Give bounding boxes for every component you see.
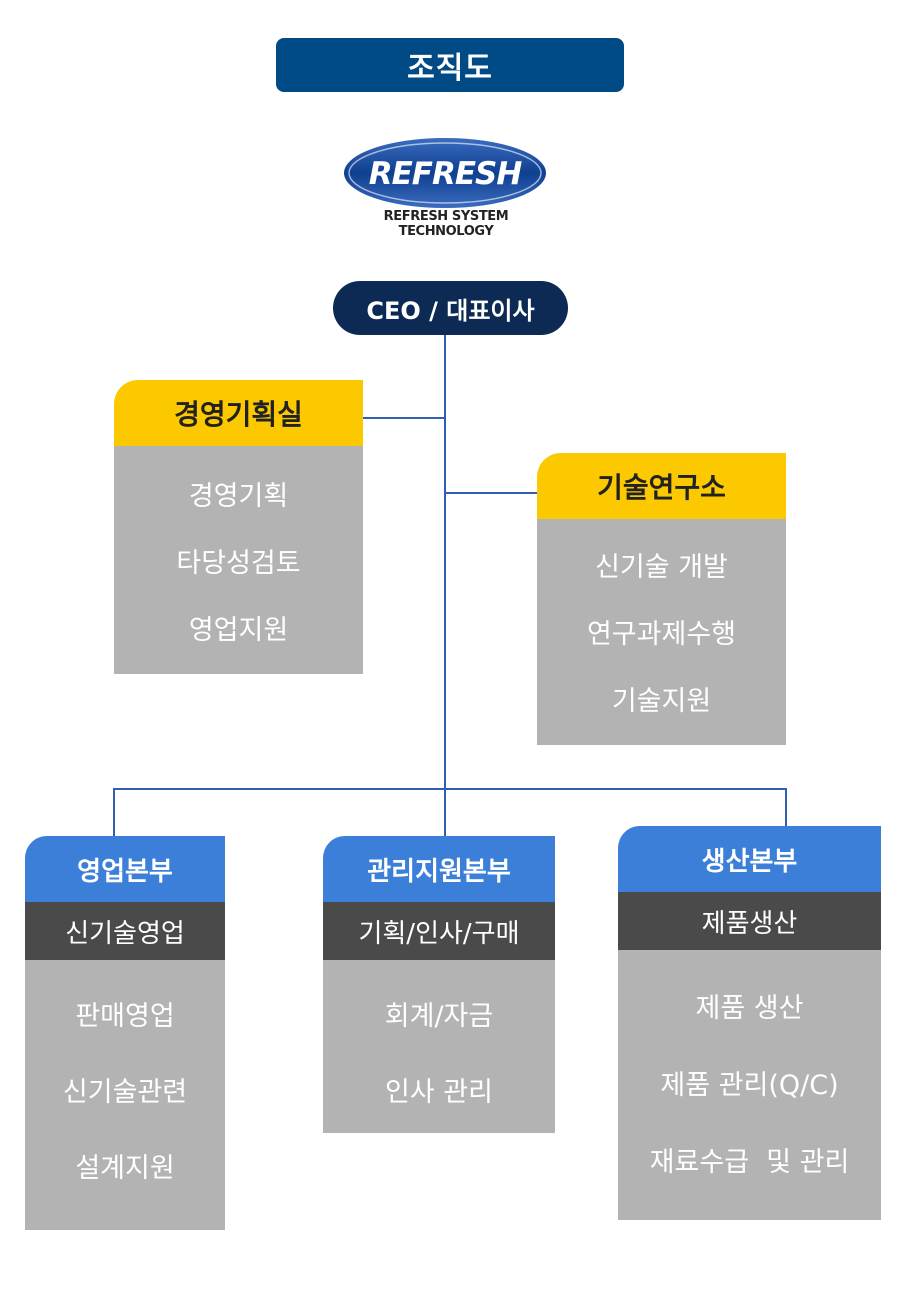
production-division-body: 제품 생산 제품 관리(Q/C) 재료수급 및 관리 [618,950,881,1220]
sales-division-body: 판매영업 신기술관련 설계지원 [25,960,225,1230]
connector-admin [444,788,446,836]
research-lab-box: 기술연구소 신기술 개발 연구과제수행 기술지원 [537,453,786,745]
production-division-box: 생산본부 제품생산 제품 생산 제품 관리(Q/C) 재료수급 및 관리 [618,826,881,1220]
ceo-node: CEO / 대표이사 [333,281,568,335]
list-item: 설계지원 [75,1153,175,1184]
strategy-office-header: 경영기획실 [114,380,363,446]
list-item: 신기술관련 [62,1077,188,1108]
sales-division-subheader: 신기술영업 [25,902,225,960]
connector-production [785,788,787,828]
sales-division-box: 영업본부 신기술영업 판매영업 신기술관련 설계지원 [25,836,225,1230]
admin-division-header: 관리지원본부 [323,836,555,902]
admin-division-box: 관리지원본부 기획/인사/구매 회계/자금 인사 관리 [323,836,555,1133]
list-item: 판매영업 [75,1001,175,1032]
production-division-subheader: 제품생산 [618,892,881,950]
logo-wordmark: REFRESH [368,156,523,192]
sales-division-header: 영업본부 [25,836,225,902]
list-item: 경영기획 [188,481,289,512]
list-item: 회계/자금 [384,1001,494,1032]
connector-divisions-bar [113,788,787,790]
admin-division-body: 회계/자금 인사 관리 [323,960,555,1133]
connector-trunk [444,335,446,790]
connector-sales [113,788,115,836]
logo-ellipse [344,138,546,208]
list-item: 신기술 개발 [595,552,728,583]
logo-tagline: REFRESH SYSTEM TECHNOLOGY [383,209,509,239]
admin-division-subheader: 기획/인사/구매 [323,902,555,960]
list-item: 재료수급 및 관리 [649,1147,850,1178]
refresh-logo: REFRESH REFRESH SYSTEM TECHNOLOGY [336,138,556,239]
page-title: 조직도 [276,38,624,92]
production-division-header: 생산본부 [618,826,881,892]
list-item: 제품 생산 [695,993,804,1024]
list-item: 연구과제수행 [586,619,737,650]
connector-research [444,492,538,494]
list-item: 타당성검토 [176,548,301,579]
connector-strategy [362,417,446,419]
research-lab-body: 신기술 개발 연구과제수행 기술지원 [537,519,786,745]
strategy-office-box: 경영기획실 경영기획 타당성검토 영업지원 [114,380,363,674]
strategy-office-body: 경영기획 타당성검토 영업지원 [114,446,363,674]
list-item: 기술지원 [611,686,712,717]
list-item: 인사 관리 [385,1077,493,1108]
list-item: 제품 관리(Q/C) [660,1070,839,1101]
list-item: 영업지원 [188,615,289,646]
research-lab-header: 기술연구소 [537,453,786,519]
